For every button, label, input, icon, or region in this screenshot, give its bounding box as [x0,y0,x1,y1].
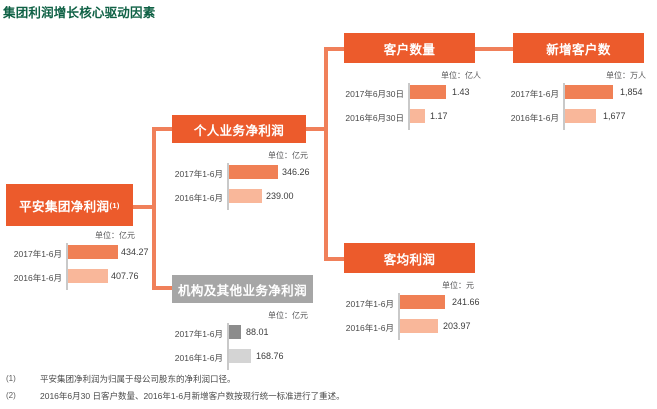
node-customer-count-label: 客户数量 [383,42,436,57]
bar-prior [229,189,262,203]
row-label: 2017年1-6月 [13,249,62,259]
connector-group-vertical [152,127,156,290]
bar-prior [565,109,596,123]
row-label: 2017年1-6月 [174,169,223,179]
axis-institutional-profit [227,323,229,370]
bar-value: 88.01 [246,327,269,337]
axis-customer-count [408,83,410,130]
unit-label-personal-profit: 单位：亿元 [268,151,308,160]
chart-group-profit: 单位：亿元 2017年1-6月 434.27 2016年1-6月 407.76 [0,228,150,290]
bar-prior [400,319,438,333]
node-group-profit-header[interactable]: 平安集团净利润(1) [6,184,133,226]
page-title: 集团利润增长核心驱动因素 [3,6,156,20]
bar-prior [410,109,425,123]
connector-to-personal [152,127,174,131]
connector-group-stub [132,205,154,209]
bar-current [229,325,241,339]
chart-institutional-profit: 单位：亿元 2017年1-6月 88.01 2016年1-6月 168.76 [165,308,325,370]
node-group-profit-superscript: (1) [109,200,120,210]
bar-value: 1.43 [452,87,470,97]
unit-label-institutional-profit: 单位：亿元 [268,311,308,320]
connector-to-profit-per-customer [324,257,346,261]
row-label: 2017年1-6月 [510,89,559,99]
axis-profit-per-customer [398,293,400,340]
node-group-profit-label: 平安集团净利润 [19,199,110,214]
node-new-customers-header[interactable]: 新增客户数 [513,33,644,63]
unit-label-new-customers: 单位：万人 [606,71,646,80]
node-new-customers-label: 新增客户数 [546,42,611,57]
bar-value: 1,854 [620,87,643,97]
node-personal-profit-label: 个人业务净利润 [193,123,285,138]
node-institutional-profit-label: 机构及其他业务净利润 [177,283,307,298]
chart-customer-count: 单位：亿人 2017年6月30日 1.43 2016年6月30日 1.17 [330,68,490,130]
unit-label-customer-count: 单位：亿人 [441,71,481,80]
footnote-number: (1) [6,374,16,383]
bar-value: 407.76 [111,271,139,281]
connector-to-customer-count [324,47,346,51]
connector-personal-stub [304,127,326,131]
chart-new-customers: 单位：万人 2017年1-6月 1,854 2016年1-6月 1,677 [505,68,657,130]
connector-personal-vertical [324,47,328,261]
node-profit-per-customer-header[interactable]: 客均利润 [344,243,475,273]
footnote-number: (2) [6,391,16,400]
bar-value: 1,677 [603,111,626,121]
connector-to-new-customers [474,47,514,51]
node-profit-per-customer-label: 客均利润 [383,252,436,267]
connector-to-institutional [152,286,174,290]
bar-current [565,85,613,99]
bar-prior [229,349,251,363]
bar-value: 1.17 [430,111,448,121]
node-personal-profit-header[interactable]: 个人业务净利润 [172,115,306,143]
row-label: 2017年6月30日 [345,89,404,99]
node-institutional-profit-header[interactable]: 机构及其他业务净利润 [172,275,313,303]
bar-current [68,245,118,259]
row-label: 2016年1-6月 [510,113,559,123]
chart-personal-profit: 单位：亿元 2017年1-6月 346.26 2016年1-6月 239.00 [165,148,325,210]
footnote-text: 平安集团净利润为归属于母公司股东的净利润口径。 [40,374,236,384]
row-label: 2017年1-6月 [345,299,394,309]
row-label: 2016年1-6月 [13,273,62,283]
bar-current [400,295,445,309]
bar-value: 241.66 [452,297,480,307]
bar-current [229,165,278,179]
bar-current [410,85,446,99]
row-label: 2016年1-6月 [174,193,223,203]
chart-profit-per-customer: 单位：元 2017年1-6月 241.66 2016年1-6月 203.97 [330,278,490,340]
unit-label-profit-per-customer: 单位：元 [442,281,474,290]
axis-personal-profit [227,163,229,210]
row-label: 2016年1-6月 [345,323,394,333]
axis-group-profit [66,243,68,290]
bar-value: 434.27 [121,247,149,257]
bar-value: 168.76 [256,351,284,361]
unit-label-group-profit: 单位：亿元 [95,231,135,240]
row-label: 2017年1-6月 [174,329,223,339]
bar-value: 346.26 [282,167,310,177]
bar-prior [68,269,108,283]
node-customer-count-header[interactable]: 客户数量 [344,33,475,63]
row-label: 2016年1-6月 [174,353,223,363]
axis-new-customers [563,83,565,130]
row-label: 2016年6月30日 [345,113,404,123]
footnote-text: 2016年6月30 日客户数量、2016年1-6月新增客户数按现行统一标准进行了… [40,391,345,401]
bar-value: 203.97 [443,321,471,331]
bar-value: 239.00 [266,191,294,201]
